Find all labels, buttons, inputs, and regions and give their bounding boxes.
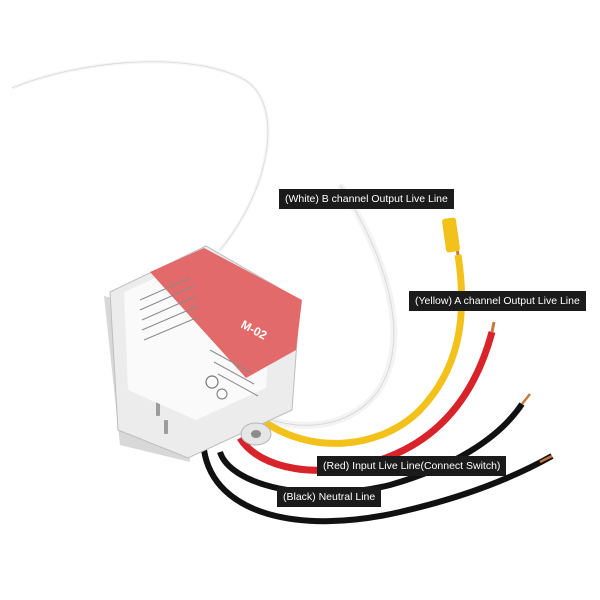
- yellow-wire-label: (Yellow) A channel Output Live Line: [409, 291, 586, 311]
- black-wire-upper: [217, 402, 525, 496]
- red-wire-label: (Red) Input Live Line(Connect Switch): [317, 456, 507, 476]
- yellow-wire: [259, 254, 466, 447]
- white-wire-label: (White) B channel Output Live Line: [279, 189, 454, 209]
- relay-module-housing: [104, 245, 302, 462]
- black-wire-lower: [201, 449, 554, 525]
- black-wire-label: (Black) Neutral Line: [277, 487, 382, 507]
- red-sticker-band: [150, 248, 302, 378]
- antenna-wire: [11, 60, 270, 252]
- red-wire-tip: [490, 321, 496, 333]
